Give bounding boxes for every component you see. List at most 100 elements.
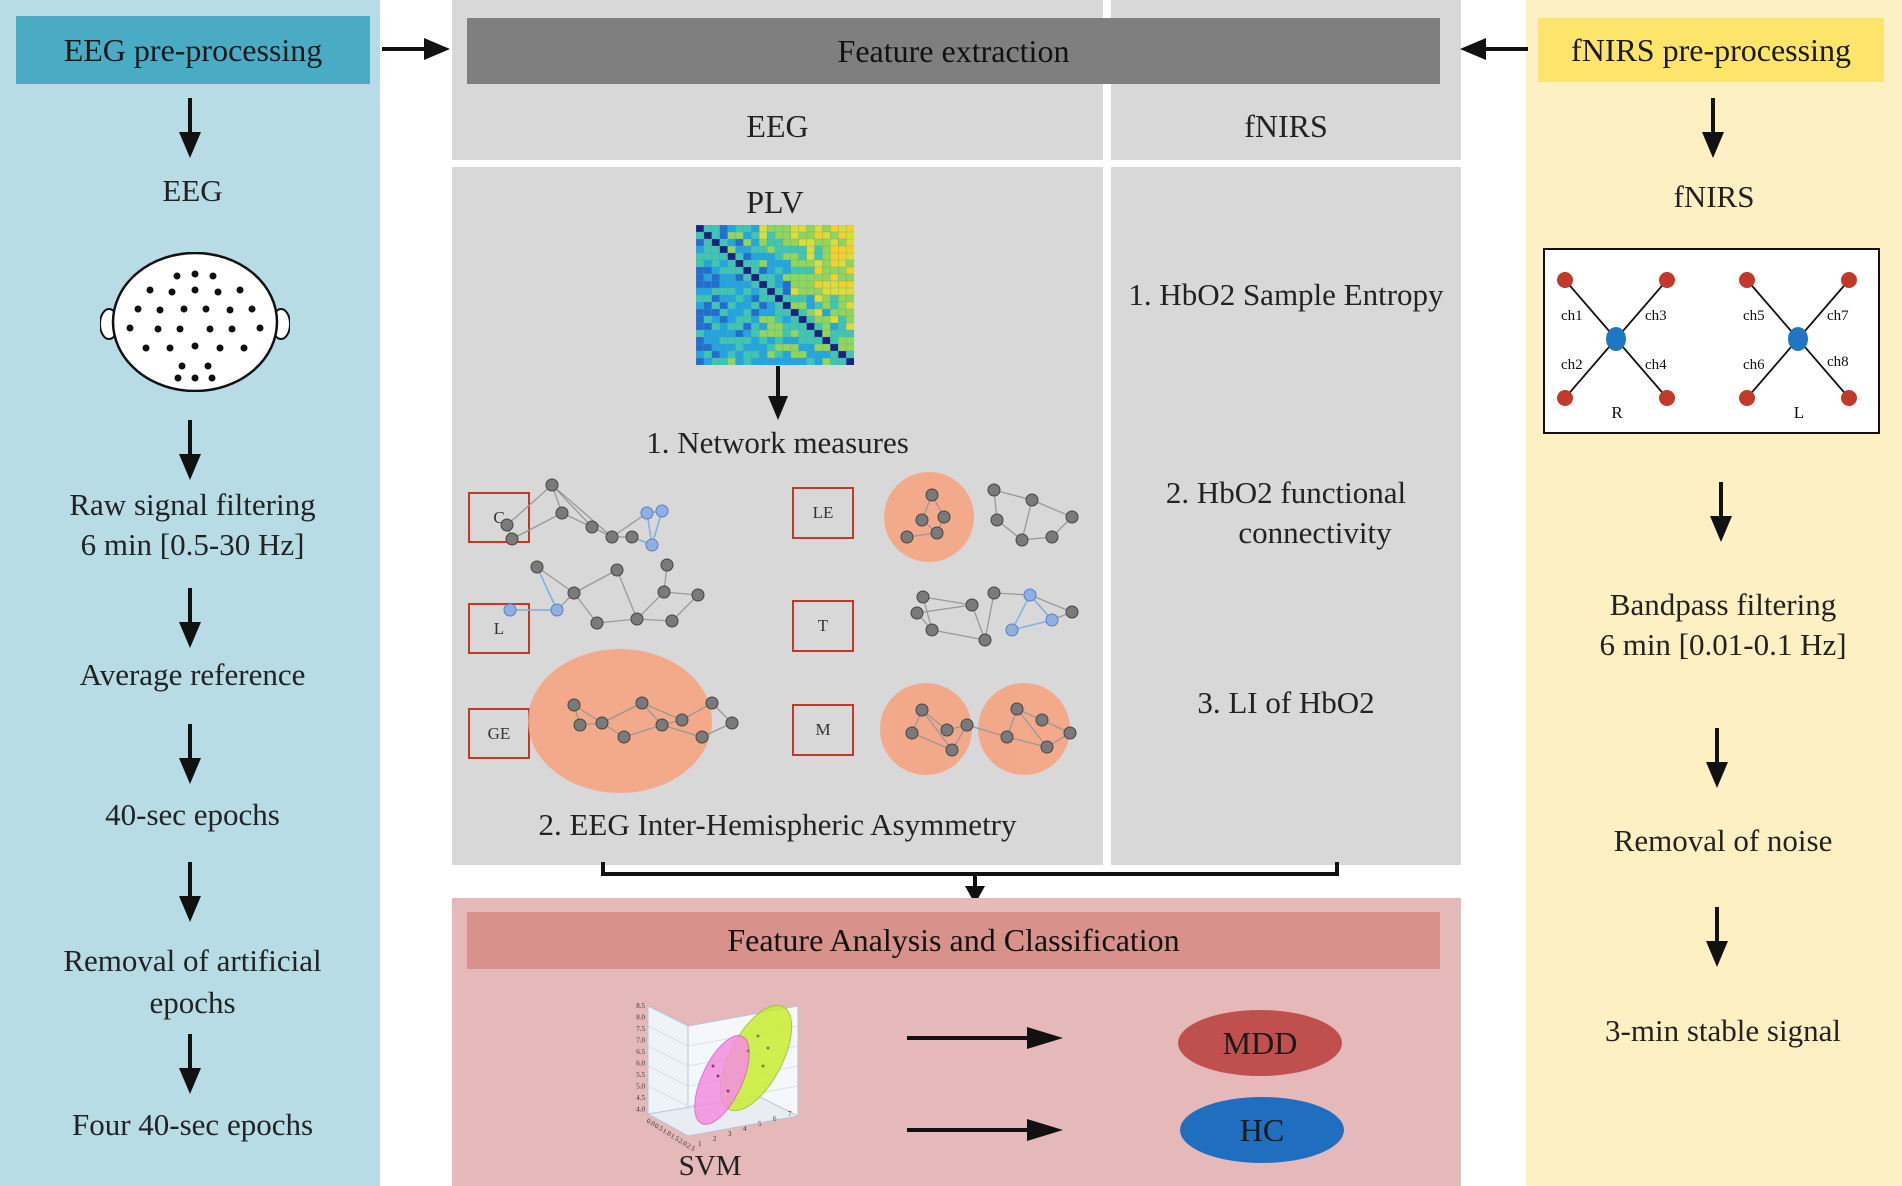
feature-fnirs-column-title: fNIRS [1244,108,1328,144]
plv-cell [766,294,776,303]
channel-label-ch8: ch8 [1827,354,1849,370]
plv-cell [719,329,728,338]
plv-cell [703,350,713,359]
plv-cell [774,329,784,338]
plv-cell [743,266,752,275]
fnirs-feature-sample-entropy: 1. HbO2 Sample Entropy [1128,277,1444,312]
plv-cell [751,357,760,365]
plv-cell [696,343,705,352]
plv-cell [822,343,831,352]
plv-cell [845,287,854,296]
plv-cell [806,252,815,261]
plv-cell [696,266,705,275]
plv-cell [845,280,854,289]
plv-cell [727,329,736,338]
plv-cell [814,231,823,240]
plv-cell [711,252,721,261]
plv-cell [814,280,823,289]
plv-cell [782,245,792,254]
plv-cell [696,280,705,289]
plv-cell [751,259,760,268]
plv-cell [806,308,815,317]
plv-cell [782,231,792,240]
plv-cell [766,308,776,317]
plv-cell [830,301,839,310]
plv-cell [806,322,815,331]
plv-cell [798,308,807,317]
plv-cell [735,273,744,282]
plv-cell [814,245,823,254]
plv-cell [790,280,800,289]
plv-cell [743,308,752,317]
plv-cell [774,273,784,282]
plv-cell [696,308,705,317]
plv-cell [798,315,807,324]
plv-cell [751,322,760,331]
plv-cell [735,231,744,240]
svm-z-tick: 7 [788,1110,792,1118]
plv-cell [711,231,721,240]
plv-cell [751,238,760,247]
plv-cell [696,322,705,331]
plv-cell [822,225,831,233]
plv-cell [711,315,721,324]
plv-cell [766,301,776,310]
plv-cell [798,238,807,247]
plv-cell [814,273,823,282]
plv-cell [727,301,736,310]
plv-cell [696,259,705,268]
plv-cell [727,273,736,282]
plv-cell [798,287,807,296]
plv-label: PLV [746,184,804,220]
plv-cell [711,225,721,233]
plv-cell [727,294,736,303]
plv-cell [774,287,784,296]
plv-cell [798,273,807,282]
plv-cell [830,357,839,365]
plv-cell [719,266,728,275]
plv-cell [845,357,854,365]
plv-cell [751,273,760,282]
plv-cell [814,287,823,296]
plv-cell [790,322,800,331]
plv-cell [696,231,705,240]
eeg-asymmetry-label: 2. EEG Inter-Hemispheric Asymmetry [538,807,1017,842]
plv-cell [838,259,847,268]
plv-cell [806,350,815,359]
plv-cell [719,245,728,254]
fnirs-feature-functional-connectivity-2: connectivity [1238,515,1392,550]
svm-x-tick: 0.0 [645,1117,657,1129]
plv-cell [727,245,736,254]
plv-cell [727,225,736,233]
channel-label-ch6: ch6 [1743,357,1765,373]
plv-cell [774,252,784,261]
plv-cell [711,280,721,289]
plv-cell [703,322,713,331]
plv-cell [759,245,768,254]
plv-cell [782,280,792,289]
plv-cell [822,308,831,317]
measure-box-l: L [468,603,530,654]
plv-cell [751,308,760,317]
svm-y-tick: 4.5 [636,1094,645,1102]
plv-cell [798,301,807,310]
output-hc-label: HC [1239,1111,1285,1148]
plv-cell [806,329,815,338]
plv-cell [774,238,784,247]
plv-cell [719,225,728,233]
plv-cell [696,350,705,359]
plv-cell [696,336,705,345]
plv-cell [735,301,744,310]
plv-cell [806,273,815,282]
measure-box-m: M [792,704,854,756]
plv-cell [814,336,823,345]
plv-cell [845,315,854,324]
plv-cell [766,287,776,296]
feature-extraction-title: Feature extraction [467,18,1440,84]
side-label-l: L [1794,403,1804,422]
plv-cell [798,231,807,240]
plv-cell [806,238,815,247]
plv-cell [735,322,744,331]
eeg-step-raw-filtering: Raw signal filtering [69,487,316,522]
fnirs-step-bandpass: Bandpass filtering [1609,587,1837,622]
